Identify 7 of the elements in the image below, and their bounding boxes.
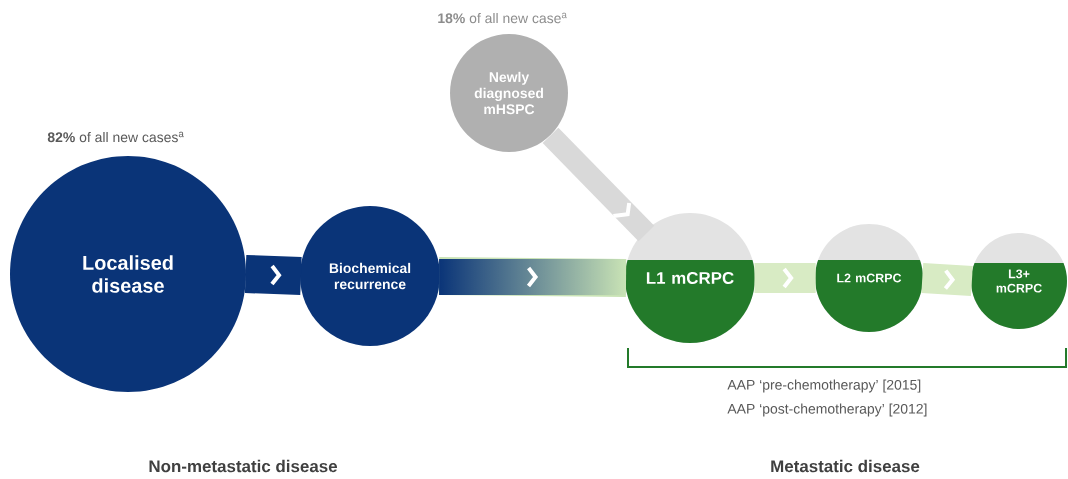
note-text: AAP ‘pre-chemotherapy’ [2015]	[727, 379, 921, 393]
case-share-label: 18% of all new case$^{a}$	[438, 12, 567, 24]
note-text: AAP ‘post-chemotherapy’ [2012]	[727, 403, 927, 417]
flow-arrow	[438, 257, 627, 297]
case-share-label: 82% of all new cases$^{a}$	[47, 131, 184, 143]
section-heading: Metastatic disease	[771, 459, 920, 473]
section-heading: Non-metastatic disease	[149, 459, 337, 473]
